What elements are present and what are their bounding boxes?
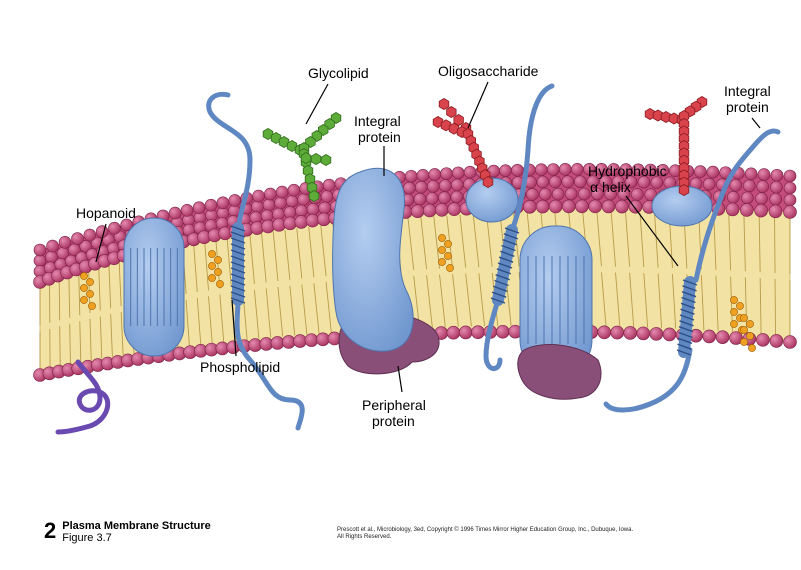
figure-title: Plasma Membrane Structure [62,520,211,532]
transmembrane-protein-left [123,217,185,357]
label-hydrophobic-helix-1: Hydrophobic [588,163,667,179]
glycoprotein-base-center [465,177,519,223]
figure-subtitle: Figure 3.7 [62,532,112,544]
oligosaccharide-chain-right [644,96,708,196]
label-phospholipid: Phospholipid [200,359,280,375]
figure-caption: 2 Plasma Membrane Structure Figure 3.7 [44,518,211,545]
peripheral-protein-right [517,344,602,400]
label-hopanoid: Hopanoid [76,205,136,221]
label-peripheral-protein-1: Peripheral [362,397,426,413]
oligosaccharide-chain-center [432,98,494,188]
hopanoid-molecules [80,234,756,352]
transmembrane-protein-right [519,225,593,375]
figure-number: 2 [44,518,57,543]
inner-protein-chain [55,359,111,435]
label-integral-protein-center-1: Integral [354,113,401,129]
label-peripheral-protein-2: protein [372,413,415,429]
integral-protein-center [332,167,414,352]
alpha-helix-left [230,222,246,306]
label-integral-protein-right-2: protein [726,99,769,115]
copyright-credit: Prescott et al., Microbiology, 3ed, Copy… [337,527,634,540]
glycolipid-sugar-chain [262,112,342,202]
label-glycolipid: Glycolipid [308,65,369,81]
phospholipid-heads-outer-back [33,162,797,257]
protein-strands [206,83,781,431]
label-oligosaccharide: Oligosaccharide [438,63,539,79]
alpha-helix-center [490,224,520,306]
label-integral-protein-right-1: Integral [724,83,771,99]
label-integral-protein-center-2: protein [358,129,401,145]
label-hydrophobic-helix-2: α helix [590,179,631,195]
alpha-helix-right [676,276,698,358]
label-leader-lines [95,81,761,393]
